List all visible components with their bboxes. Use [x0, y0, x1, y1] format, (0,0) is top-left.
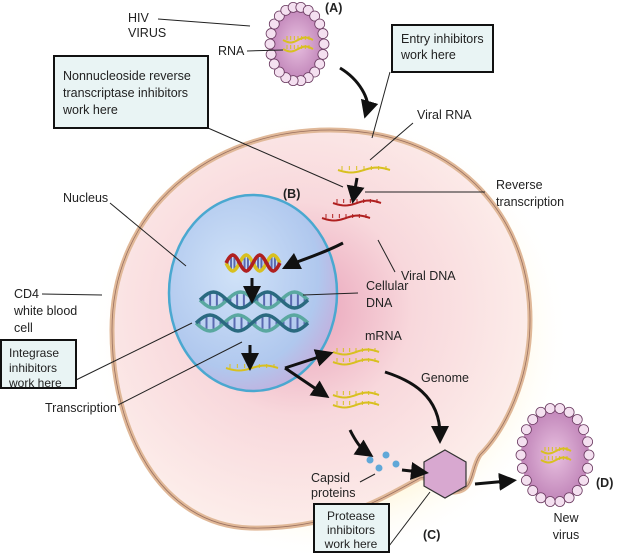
envelope-protein [554, 403, 566, 414]
envelope-protein [582, 436, 594, 448]
envelope-protein [515, 449, 527, 461]
genome-label: Genome [421, 371, 469, 385]
step-c-label: (C) [423, 528, 440, 542]
rna-label: RNA [218, 44, 245, 58]
envelope-protein [318, 38, 330, 50]
capsid-hexagon [423, 449, 467, 499]
envelope-protein [527, 414, 539, 425]
envelope-protein [264, 38, 276, 50]
viral-rna-label: Viral RNA [417, 108, 472, 122]
envelope-protein [578, 475, 590, 486]
envelope-protein [265, 49, 277, 60]
step-d-label: (D) [596, 476, 613, 490]
viral-dna-label: Viral DNA [401, 269, 456, 283]
envelope-protein [314, 58, 326, 70]
envelope-protein [571, 414, 583, 425]
new-virus [515, 403, 595, 507]
virus-envelope [270, 7, 324, 81]
step-a-label: (A) [325, 1, 342, 15]
process-arrows [241, 66, 517, 491]
envelope-protein [583, 449, 595, 461]
envelope-protein [309, 10, 321, 22]
envelope-protein [317, 49, 329, 60]
hiv-virus [264, 1, 330, 87]
envelope-protein [582, 462, 594, 474]
envelope-protein [268, 18, 280, 30]
envelope-protein [527, 485, 539, 496]
envelope-protein [520, 424, 532, 435]
envelope-protein [273, 66, 285, 78]
envelope-protein [544, 403, 556, 414]
envelope-protein [563, 406, 575, 418]
envelope-protein [314, 18, 326, 30]
envelope-protein [317, 28, 329, 39]
envelope-protein [571, 485, 583, 496]
virus-envelope [521, 408, 589, 502]
envelope-protein [578, 424, 590, 435]
envelope-protein [544, 496, 556, 507]
envelope-protein [535, 406, 547, 418]
envelope-protein [535, 492, 547, 504]
nucleus-label: Nucleus [63, 191, 108, 205]
dna-backbone [224, 253, 282, 273]
step-b-label: (B) [283, 187, 300, 201]
envelope-protein [520, 475, 532, 486]
envelope-protein [516, 436, 528, 448]
dna-backbone [194, 313, 310, 333]
leader-lines [41, 18, 485, 547]
envelope-protein [265, 28, 277, 39]
mrna-label: mRNA [365, 329, 402, 343]
envelope-protein [563, 492, 575, 504]
envelope-protein [516, 462, 528, 474]
envelope-protein [268, 58, 280, 70]
capsid-proteins [366, 451, 400, 472]
transcription-label: Transcription [45, 401, 117, 415]
envelope-protein [554, 496, 566, 507]
